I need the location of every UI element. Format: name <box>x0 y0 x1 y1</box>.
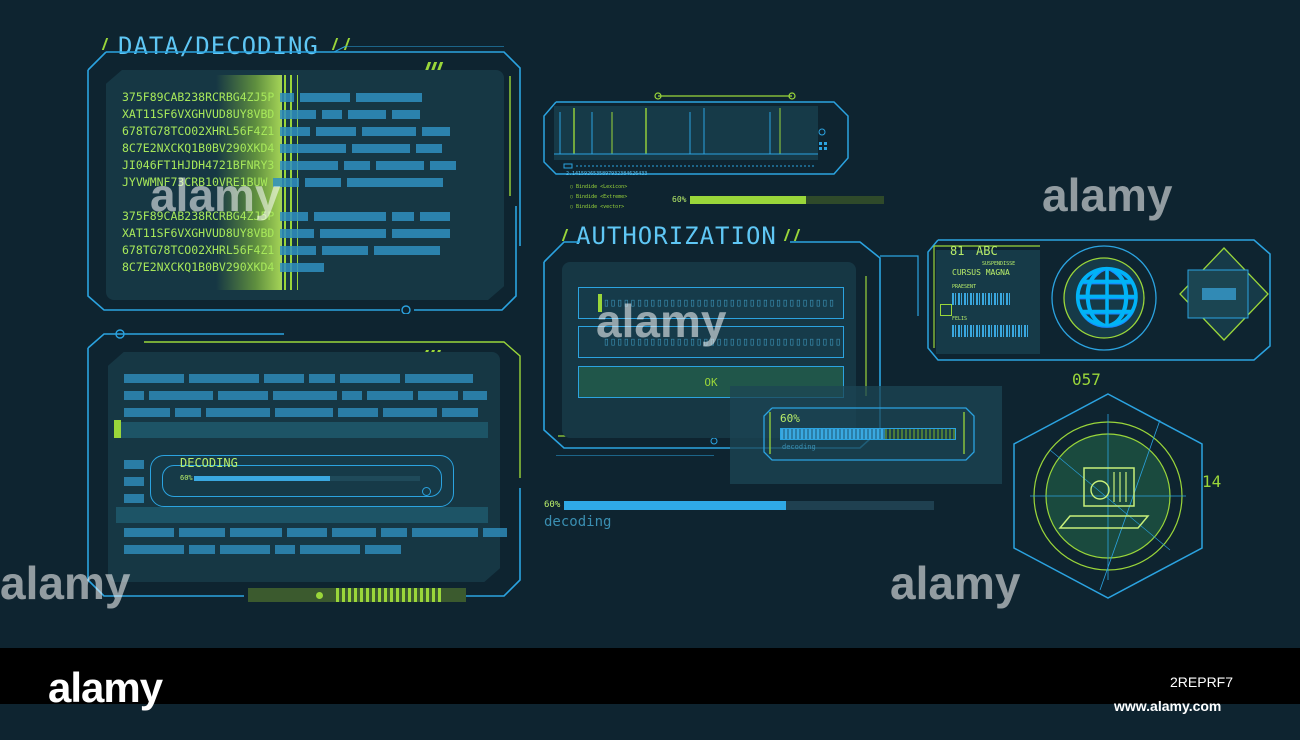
scan-highlight <box>216 75 282 290</box>
bottom-progress-label: decoding <box>544 514 612 530</box>
counter-right: 14 <box>1202 472 1222 491</box>
legend-item: ○ Bindide <vector> <box>570 204 625 210</box>
auth-progress-frame <box>763 407 975 461</box>
strip-progress-track <box>690 196 884 204</box>
login-field[interactable]: ▯▯▯▯▯▯▯▯▯▯▯▯▯▯▯▯▯▯▯▯▯▯▯▯▯▯▯▯▯▯▯▯▯▯▯ <box>578 287 844 319</box>
barcode <box>952 325 1030 337</box>
code-line: 8C7E2NXCKQ1B0BV290XKD4 <box>122 259 450 276</box>
decoding-dot <box>422 487 431 496</box>
highlight-row <box>116 422 488 438</box>
strip-code: 2.1415926535897932384626433 <box>566 171 648 177</box>
bottom-progress-track <box>564 501 934 510</box>
watermark: alamy <box>1042 169 1173 221</box>
decoding-progress-track <box>194 476 420 481</box>
decoding-label: DECODING <box>180 456 238 470</box>
id-top-number: 81 <box>950 244 965 258</box>
auth-progress-percent: 60% <box>780 412 800 425</box>
data-decoding-title: DATA/DECODING <box>118 32 319 60</box>
highlight-marker <box>114 420 121 438</box>
footer-indicator-dot <box>316 592 323 599</box>
brand-logo: alamy <box>48 664 163 711</box>
code-line: XAT11SF6VXGHVUD8UY8VBD <box>122 106 456 123</box>
decoding-progress-fill <box>194 476 330 481</box>
strip-progress-fill <box>690 196 807 204</box>
id-code: ABC <box>976 244 998 258</box>
legend-item: ○ Bindide <Lexicon> <box>570 184 628 190</box>
bottom-progress-fill <box>564 501 786 510</box>
decoding-percent: 60% <box>180 474 193 482</box>
footer-bar <box>0 648 1300 704</box>
strip-legend: ○ Bindide <Lexicon> ○ Bindide <Extreme> … <box>570 182 627 212</box>
password-field[interactable]: ▯▯▯▯▯▯▯▯▯▯▯▯▯▯▯▯▯▯▯▯▯▯▯▯▯▯▯▯▯▯▯▯▯▯▯▯ <box>578 326 844 358</box>
code-block-1: 375F89CAB238RCRBG4ZJ5P XAT11SF6VXGHVUD8U… <box>122 89 457 191</box>
code-line: 8C7E2NXCKQ1B0BV290XKD4 <box>122 140 456 157</box>
text-cursor <box>598 294 602 312</box>
decoding-popup <box>150 455 454 507</box>
code-block-2: 375F89CAB238RCRBG4ZJ5P XAT11SF6VXGHVUD8U… <box>122 208 451 276</box>
signal-strip-frame <box>543 92 849 175</box>
decoding-popup-inner <box>162 465 442 497</box>
watermark: alamy <box>0 557 131 609</box>
decoding-panel-frame <box>87 329 521 597</box>
id-label2: FELIS <box>952 316 968 322</box>
counter-top: 057 <box>1072 370 1101 389</box>
code-line: 678TG78TCO02XHRL56F4Z1 <box>122 123 456 140</box>
id-sub1: SUSPENDISSE <box>982 261 1016 267</box>
radar-widget <box>1013 393 1203 599</box>
globe-icon: 🌐 <box>1072 265 1142 330</box>
auth-progress-fill <box>781 429 886 439</box>
id-label1: PRAESENT <box>952 284 977 290</box>
auth-progress-track <box>780 428 956 440</box>
highlight-row <box>116 507 488 523</box>
id-chip <box>940 304 952 316</box>
image-id: 2REPRF7 <box>1170 674 1234 690</box>
auth-progress-sub: decoding <box>782 443 816 451</box>
footer-indicator-ticks <box>336 588 442 602</box>
code-line: JI046FT1HJDH4721BFNRY3 <box>122 157 457 174</box>
text-bars <box>124 460 144 511</box>
data-panel-frame <box>87 46 521 314</box>
site-url: www.alamy.com <box>1114 698 1222 714</box>
code-line: 375F89CAB238RCRBG4ZJ5P <box>122 89 456 106</box>
id-sub2: CURSUS MAGNA <box>952 268 1010 277</box>
authorization-title: AUTHORIZATION <box>576 222 777 250</box>
strip-percent: 60% <box>672 195 687 204</box>
laptop-icon <box>1084 470 1085 471</box>
text-bars <box>124 374 487 425</box>
watermark: alamy <box>596 295 727 347</box>
text-bars <box>124 528 507 562</box>
watermark: alamy <box>150 169 281 221</box>
code-line: XAT11SF6VXGHVUD8UY8VBD <box>122 225 451 242</box>
code-line: 375F89CAB238RCRBG4ZJ5P <box>122 208 451 225</box>
watermark: alamy <box>890 557 1021 609</box>
legend-item: ○ Bindide <Extreme> <box>570 194 628 200</box>
barcode <box>952 293 1010 305</box>
code-line: JYVWMNF73CRB10VRE1BUW <box>122 174 456 191</box>
bottom-progress-percent: 60% <box>544 500 561 510</box>
code-line: 678TG78TCO02XHRL56F4Z1 <box>122 242 450 259</box>
